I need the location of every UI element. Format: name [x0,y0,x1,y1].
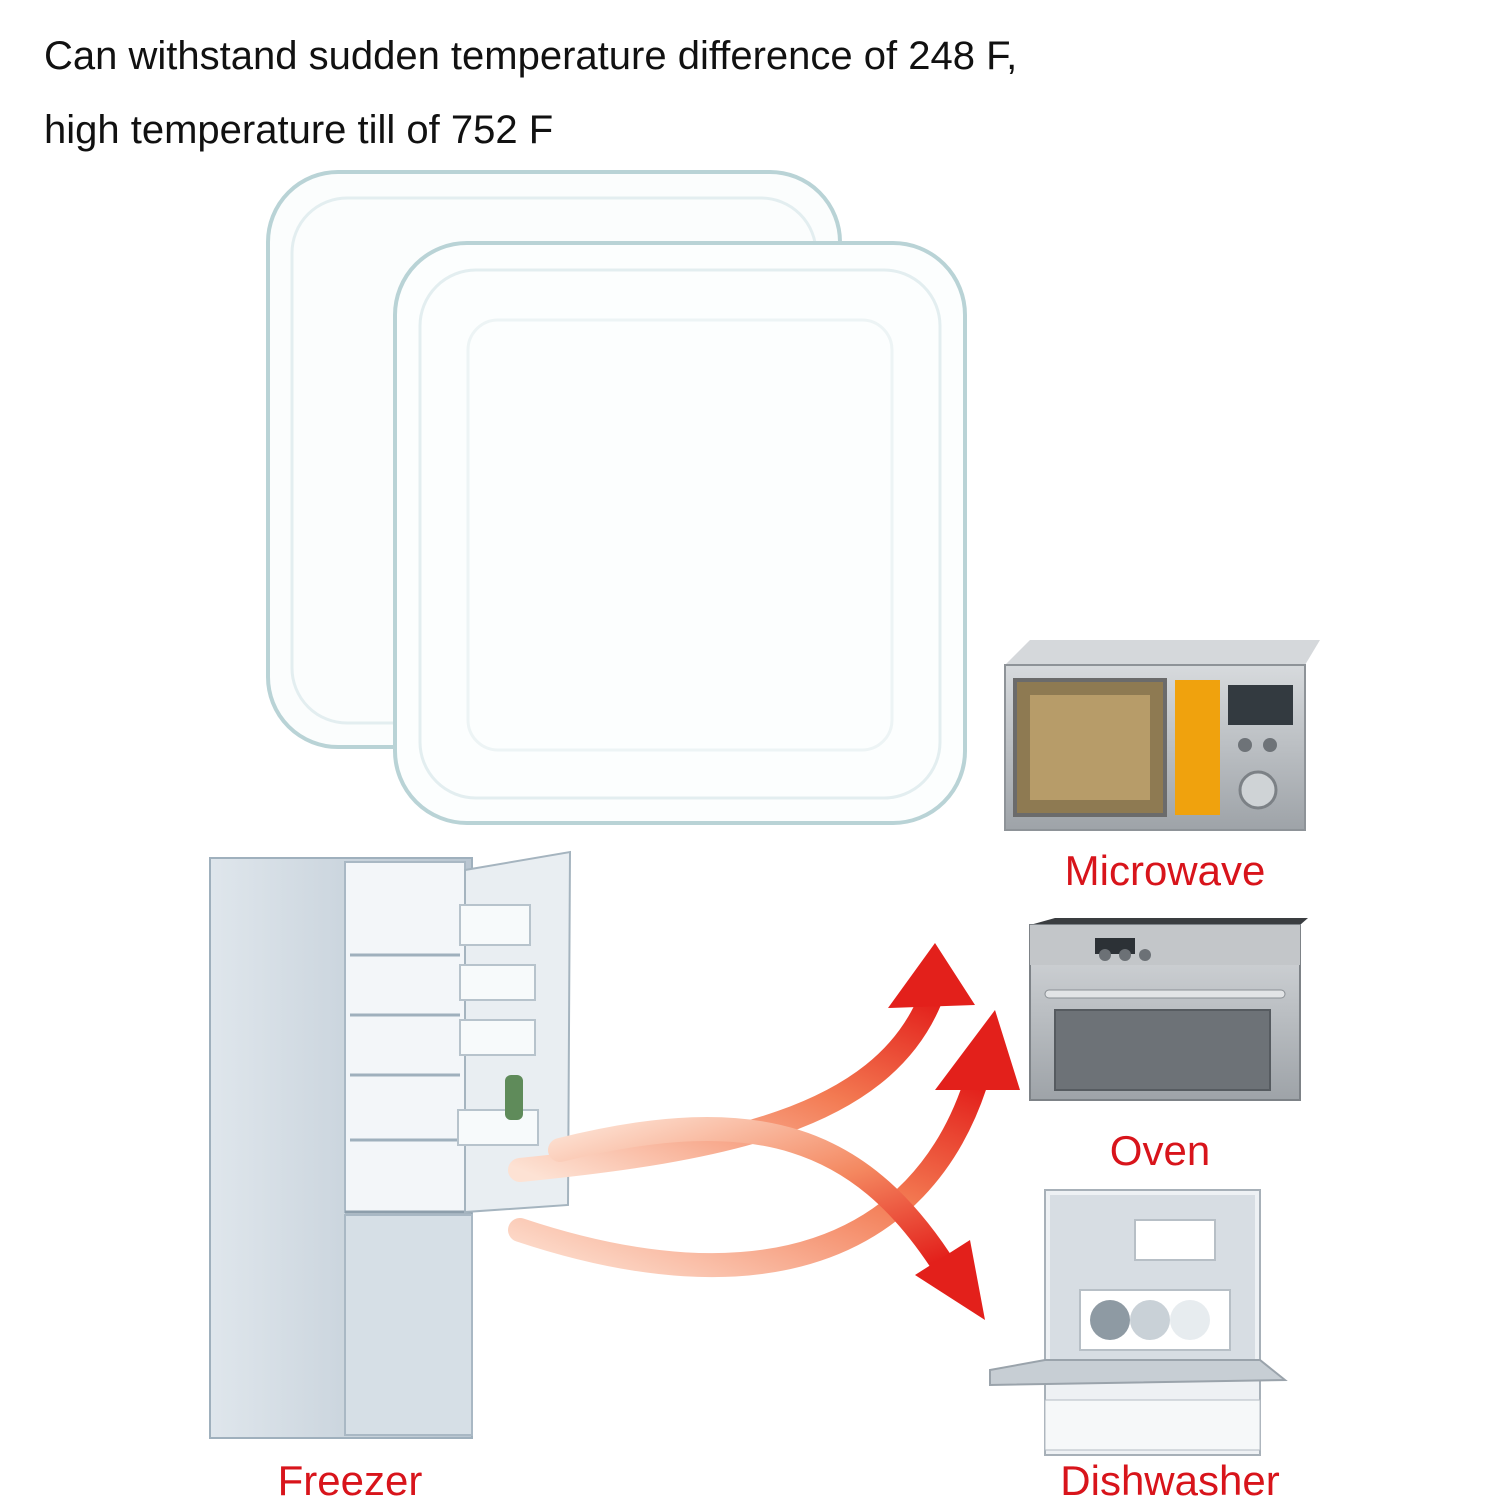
oven [1029,918,1308,1101]
freezer-label: Freezer [277,1457,423,1504]
headline-line-1: Can withstand sudden temperature differe… [44,34,1018,78]
oven-label: Oven [1109,1127,1211,1174]
glass-dish-front [393,241,967,825]
refrigerator [209,850,572,1439]
dishwasher-label: Dishwasher [1060,1457,1280,1504]
microwave-label: Microwave [1064,847,1266,894]
dishwasher [989,1189,1288,1456]
headline-line-2: high temperature till of 752 F [44,108,554,152]
microwave [1004,640,1320,831]
transition-arrows [508,943,1020,1320]
